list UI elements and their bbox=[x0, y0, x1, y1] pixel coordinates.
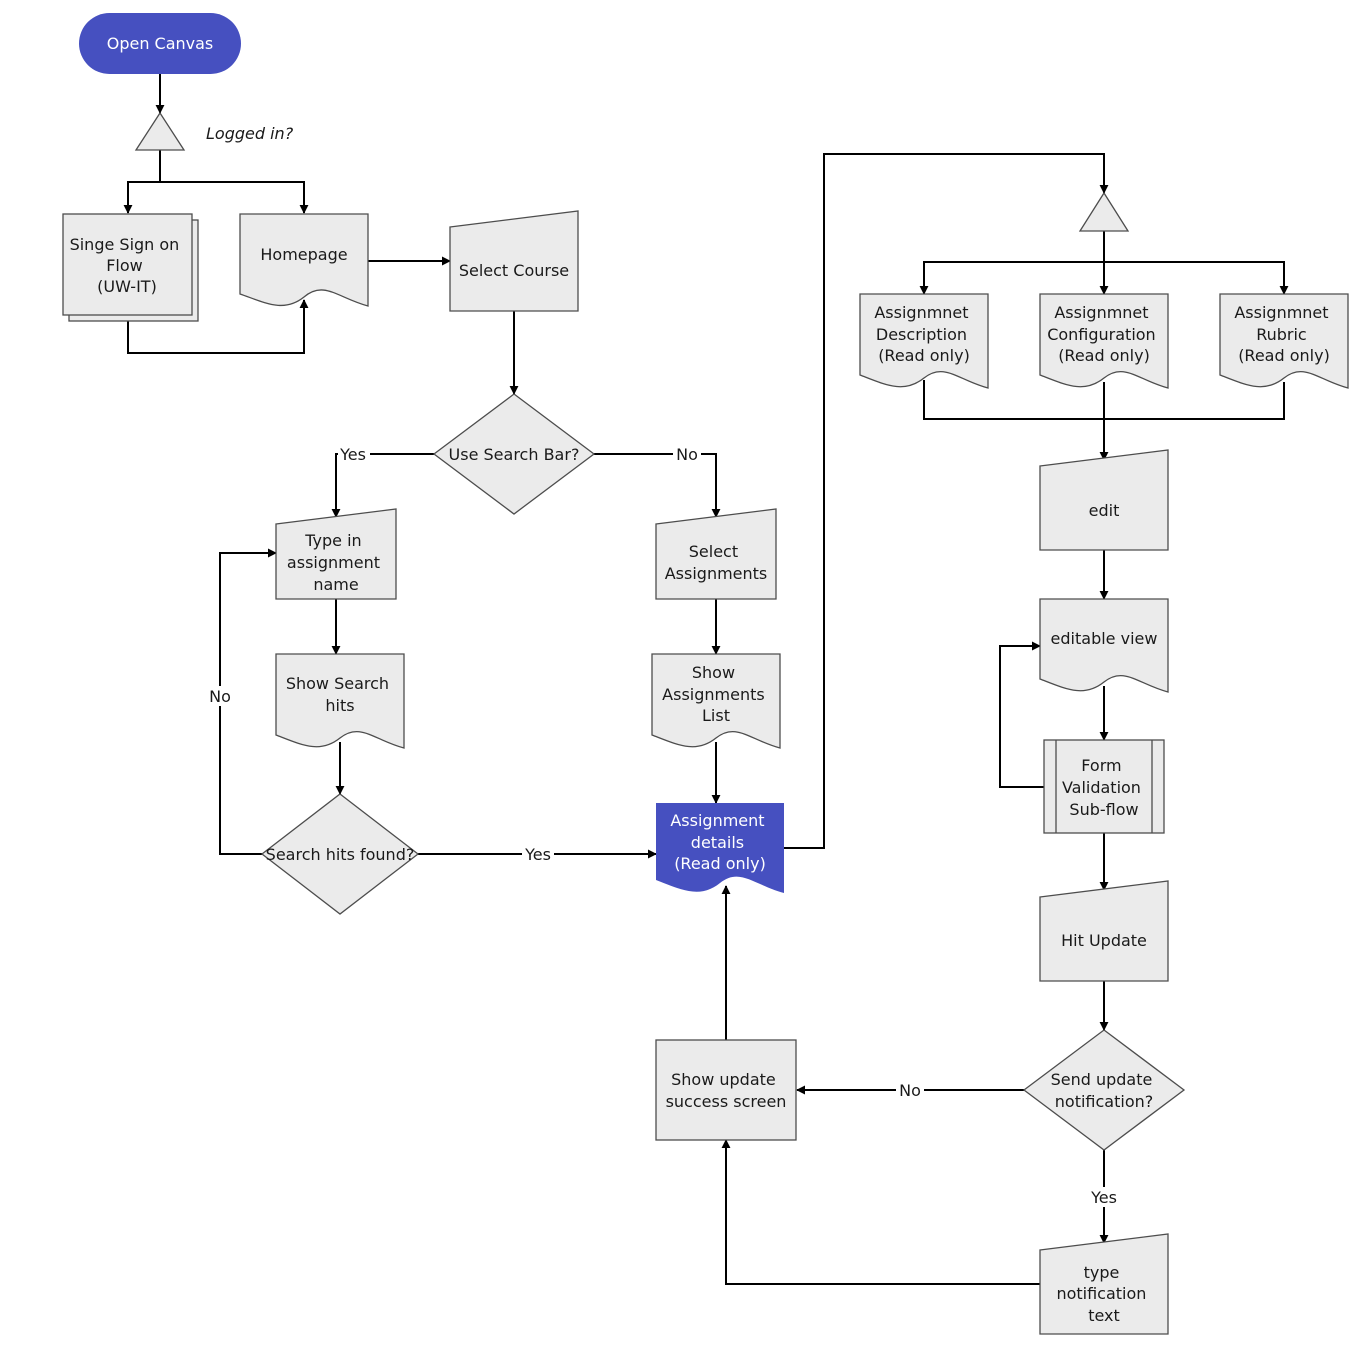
node-hit-update-label: Hit Update bbox=[1061, 931, 1147, 950]
node-hit-update[interactable]: Hit Update bbox=[1039, 880, 1169, 982]
node-assignment-configuration[interactable]: Assignmnet Configuration (Read only) bbox=[1039, 293, 1169, 389]
edge-details-to-right-merge bbox=[784, 153, 1109, 849]
merge-triangle-right bbox=[1078, 191, 1130, 232]
node-open-canvas[interactable]: Open Canvas bbox=[79, 13, 241, 74]
node-search-hits-found[interactable]: Search hits found? bbox=[260, 793, 420, 915]
node-form-validation[interactable]: Form Validation Sub-flow bbox=[1043, 739, 1165, 834]
node-assignment-rubric-label: Assignmnet Rubric (Read only) bbox=[1234, 303, 1333, 365]
node-edit[interactable]: edit bbox=[1039, 449, 1169, 551]
node-show-update-success[interactable]: Show update success screen bbox=[655, 1039, 797, 1141]
node-assignment-details[interactable]: Assignment details (Read only) bbox=[656, 803, 784, 893]
node-show-search-hits[interactable]: Show Search hits bbox=[275, 653, 405, 749]
node-show-search-hits-label: Show Search hits bbox=[286, 674, 394, 715]
node-show-update-success-label: Show update success screen bbox=[666, 1070, 787, 1111]
node-send-update-notification[interactable]: Send update notification? bbox=[1022, 1029, 1186, 1151]
node-homepage[interactable]: Homepage bbox=[239, 213, 369, 307]
edge-form-validation-loop bbox=[999, 641, 1044, 788]
node-homepage-label: Homepage bbox=[260, 245, 347, 264]
node-assignment-description-label: Assignmnet Description (Read only) bbox=[874, 303, 973, 365]
edge-sso-to-homepage bbox=[127, 299, 309, 354]
edge-search-yes bbox=[331, 453, 434, 518]
edge-label-hits-yes: Yes bbox=[524, 845, 551, 864]
edge-notification-text-to-success bbox=[721, 1139, 1040, 1285]
nodes: Open Canvas Logged in? Singe Sign on Flo… bbox=[62, 13, 1349, 1335]
node-show-assignments-list-label: Show Assignments List bbox=[662, 663, 770, 725]
edge-merge-split bbox=[123, 150, 161, 214]
node-select-assignments[interactable]: Select Assignments bbox=[655, 508, 777, 600]
edge-label-search-yes: Yes bbox=[339, 445, 366, 464]
node-edit-label: edit bbox=[1089, 501, 1120, 520]
node-use-search-bar[interactable]: Use Search Bar? bbox=[432, 393, 596, 515]
node-type-notification-text-label: type notification text bbox=[1056, 1263, 1151, 1325]
node-type-notification-text[interactable]: type notification text bbox=[1039, 1233, 1169, 1335]
edge-label-notify-yes: Yes bbox=[1090, 1188, 1117, 1207]
node-assignment-configuration-label: Assignmnet Configuration (Read only) bbox=[1047, 303, 1161, 365]
node-open-canvas-label: Open Canvas bbox=[107, 34, 214, 53]
edge-search-no bbox=[594, 453, 721, 518]
edges bbox=[123, 74, 1289, 1285]
merge-triangle-left bbox=[134, 111, 186, 151]
node-assignment-description[interactable]: Assignmnet Description (Read only) bbox=[859, 293, 989, 389]
edge-merge-to-homepage bbox=[160, 181, 309, 214]
node-assignment-details-label: Assignment details (Read only) bbox=[670, 811, 769, 873]
node-editable-view-label: editable view bbox=[1051, 629, 1158, 648]
node-form-validation-label: Form Validation Sub-flow bbox=[1062, 756, 1146, 819]
node-send-update-notification-label: Send update notification? bbox=[1051, 1070, 1158, 1111]
edge-label-notify-no: No bbox=[899, 1081, 921, 1100]
node-type-assignment-name-label: Type in assignment name bbox=[287, 531, 385, 594]
node-show-assignments-list[interactable]: Show Assignments List bbox=[651, 653, 781, 749]
node-search-hits-found-label: Search hits found? bbox=[266, 845, 415, 864]
node-use-search-bar-label: Use Search Bar? bbox=[449, 445, 580, 464]
edge-label-search-no: No bbox=[676, 445, 698, 464]
node-select-course[interactable]: Select Course bbox=[449, 210, 579, 312]
terminator-shape bbox=[79, 13, 241, 74]
edge-right-merge-split bbox=[919, 231, 1105, 295]
node-single-sign-on[interactable]: Singe Sign on Flow (UW-IT) bbox=[62, 213, 199, 322]
node-select-course-label: Select Course bbox=[459, 261, 569, 280]
node-single-sign-on-label: Singe Sign on Flow (UW-IT) bbox=[70, 235, 185, 296]
node-editable-view[interactable]: editable view bbox=[1039, 598, 1169, 693]
node-select-assignments-label: Select Assignments bbox=[665, 542, 768, 583]
edge-labels: Yes No No Yes No Yes bbox=[205, 444, 1120, 1207]
edge-right-merge-to-rubric bbox=[1104, 261, 1289, 295]
edge-label-hits-no: No bbox=[209, 687, 231, 706]
logged-in-annotation: Logged in? bbox=[206, 124, 294, 143]
node-type-assignment-name[interactable]: Type in assignment name bbox=[275, 508, 397, 600]
node-assignment-rubric[interactable]: Assignmnet Rubric (Read only) bbox=[1219, 293, 1349, 389]
